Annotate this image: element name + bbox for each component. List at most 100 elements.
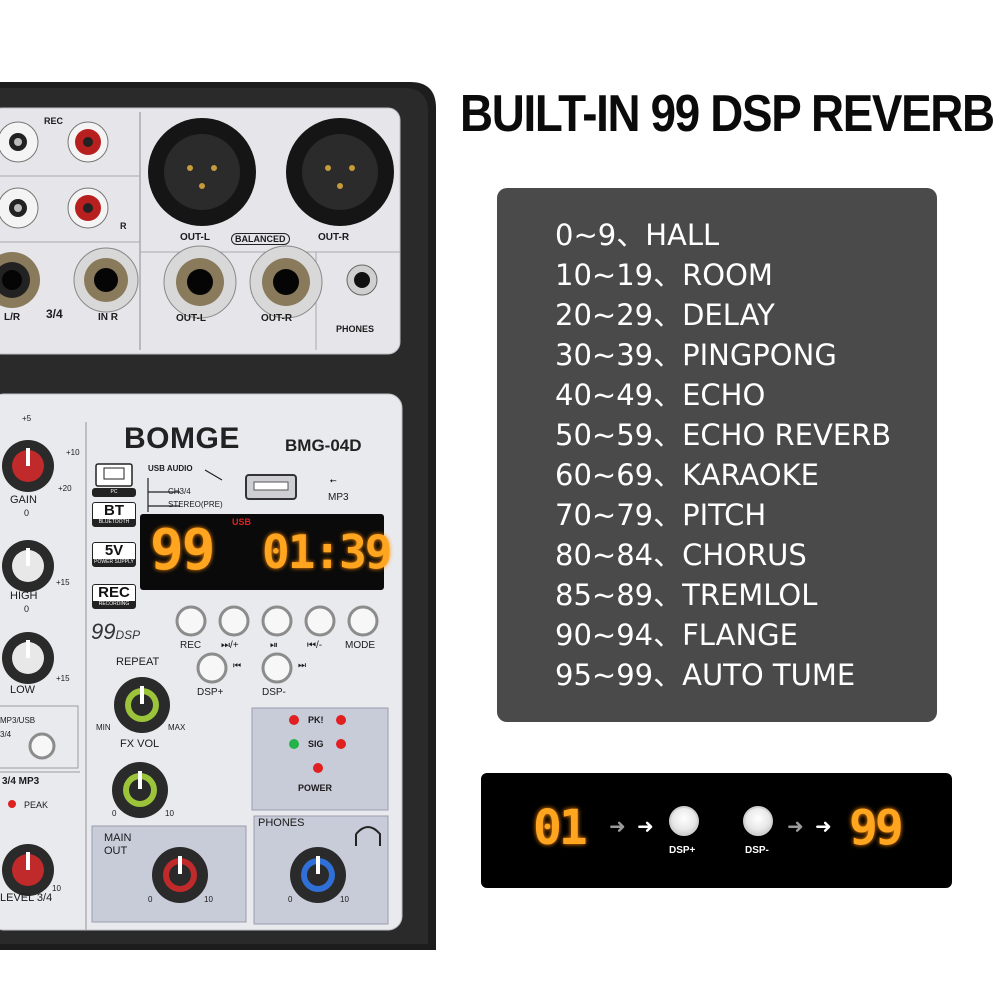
dsp99-suffix: DSP (115, 628, 141, 642)
gain-plus20-label: +20 (58, 484, 72, 493)
panel-phones-label: PHONES (258, 817, 305, 829)
fx-vol-min-label: 0 (112, 809, 117, 818)
fx-vol-label: FX VOL (120, 738, 160, 750)
bt-badge-sub: BLUETOOTH (93, 519, 135, 526)
main-out-max-label: 10 (204, 895, 213, 904)
btn-dsp-minus-label: DSP- (262, 687, 286, 698)
arrow-right-icon: ➜ (637, 816, 654, 838)
rec-badge-sub: RECORDING (93, 601, 135, 608)
brand-name: BOMGE (124, 422, 240, 455)
arrow-right-icon: ➜ (787, 816, 804, 838)
dsp-minus-label: DSP- (745, 845, 769, 856)
arrow-right-icon: ➜ (815, 816, 832, 838)
btn-play-label: ⏯ (270, 640, 278, 651)
effect-item: 10~19、ROOM (555, 258, 773, 292)
mp3-label: MP3 (328, 492, 349, 503)
dsp99-logo: 99DSP (91, 619, 140, 645)
xlr-out-r-label: OUT-R (318, 232, 350, 243)
level34-label: LEVEL 3/4 (0, 892, 53, 904)
jack-out-l-label: OUT-L (176, 313, 206, 324)
effect-item: 80~84、CHORUS (555, 538, 807, 572)
stereo-pre-label: STEREO(PRE) (168, 500, 223, 509)
xlr-out-l-label: OUT-L (180, 232, 210, 243)
jack-out-r-label: OUT-R (261, 313, 293, 324)
btn-prev-label: ⏮/- (307, 640, 323, 651)
model-name: BMG-04D (285, 436, 362, 455)
effect-item: 40~49、ECHO (555, 378, 766, 412)
effect-item: 95~99、AUTO TUME (555, 658, 856, 692)
peak-label: PEAK (24, 800, 49, 810)
low-label: LOW (10, 684, 36, 696)
rear-rec-label: REC (44, 116, 64, 126)
quarter-inch-jacks (0, 245, 378, 319)
effect-item: 0~9、HALL (555, 218, 720, 252)
main-out-label: MAIN OUT (104, 832, 132, 857)
dsp-demo-bar: 01 ➜ ➜ DSP+ DSP- ➜ ➜ 99 (481, 773, 952, 888)
high-plus15-label: +15 (56, 578, 70, 587)
dsp-plus-button[interactable] (669, 806, 699, 836)
power-badge: 5V POWER SUPPLY (92, 542, 136, 567)
effects-list-panel: 0~9、HALL 10~19、ROOM 20~29、DELAY 30~39、PI… (497, 188, 937, 722)
low-zero-label: 0 (24, 604, 30, 614)
ch34-short-label: 3/4 (0, 730, 12, 739)
effect-item: 85~89、TREMLOL (555, 578, 818, 612)
xlr-outputs (148, 118, 394, 226)
sig-label: SIG (308, 739, 324, 749)
skip-fwd-icon: ⏭ (298, 660, 307, 670)
effect-item: 70~79、PITCH (555, 498, 767, 532)
gain-plus5-label: +5 (22, 414, 32, 423)
mp3-usb-label: MP3/USB (0, 716, 36, 725)
level-max-label: 10 (52, 884, 61, 893)
lcd-display: 99 USB 01:39 (140, 514, 392, 590)
dsp-start-number: 01 (533, 800, 588, 856)
lcd-effect-number: 99 (150, 518, 215, 583)
ch34-label: CH3/4 (168, 487, 191, 496)
rec-badge-label: REC (98, 584, 130, 601)
rear-r-label: R (120, 221, 127, 231)
bt-badge-label: BT (104, 502, 124, 519)
phones-min-label: 0 (288, 895, 293, 904)
dsp-plus-label: DSP+ (669, 845, 696, 856)
repeat-max-label: MAX (168, 723, 186, 732)
dsp-minus-button[interactable] (743, 806, 773, 836)
fx-knobs (112, 677, 170, 818)
bt-badge: BT BLUETOOTH (92, 502, 136, 527)
ch34-mp3-label: 3/4 MP3 (2, 776, 40, 787)
rec-badge: REC RECORDING (92, 584, 136, 609)
effects-list: 0~9、HALL 10~19、ROOM 20~29、DELAY 30~39、PI… (555, 215, 891, 695)
lcd-usb-indicator: USB (232, 517, 252, 527)
btn-rec-label: REC (180, 640, 202, 651)
effect-item: 90~94、FLANGE (555, 618, 798, 652)
low-plus15-label: +15 (56, 674, 70, 683)
repeat-min-label: MIN (96, 723, 111, 732)
effect-item: 60~69、KARAOKE (555, 458, 819, 492)
power-badge-sub: POWER SUPPLY (93, 559, 135, 566)
high-label: HIGH (10, 590, 38, 602)
arrow-right-icon: ➜ (609, 816, 626, 838)
btn-next-label: ⏭/+ (221, 640, 239, 651)
usb-icon: ⭠ (330, 476, 337, 485)
power-badge-label: 5V (104, 542, 124, 559)
effect-item: 20~29、DELAY (555, 298, 775, 332)
skip-back-icon: ⏮ (233, 660, 242, 670)
rca-jacks (0, 121, 109, 229)
rear-ch34-label: 3/4 (46, 307, 63, 321)
high-zero-label: 0 (24, 508, 30, 518)
btn-mode-label: MODE (345, 640, 375, 651)
mixer-device: REC R L/R 3/4 IN R OUT-L BALANCED OUT-R … (0, 82, 440, 950)
main-out-min-label: 0 (148, 895, 153, 904)
fx-vol-max-label: 10 (165, 809, 174, 818)
rear-in-r-label: IN R (98, 312, 118, 323)
lcd-time: 01:39 (262, 525, 392, 579)
rear-lr-label: L/R (4, 312, 21, 323)
btn-dsp-plus-label: DSP+ (197, 687, 224, 698)
repeat-label: REPEAT (116, 656, 160, 668)
usb-audio-label: USB AUDIO (148, 464, 193, 473)
gain-plus10-label: +10 (66, 448, 80, 457)
pc-badge-label: PC (93, 489, 135, 496)
effect-item: 30~39、PINGPONG (555, 338, 837, 372)
dsp99-number: 99 (91, 619, 116, 644)
gain-label: GAIN (10, 494, 37, 506)
transport-buttons (175, 605, 379, 684)
headline-title: BUILT-IN 99 DSP REVERB (460, 85, 995, 143)
